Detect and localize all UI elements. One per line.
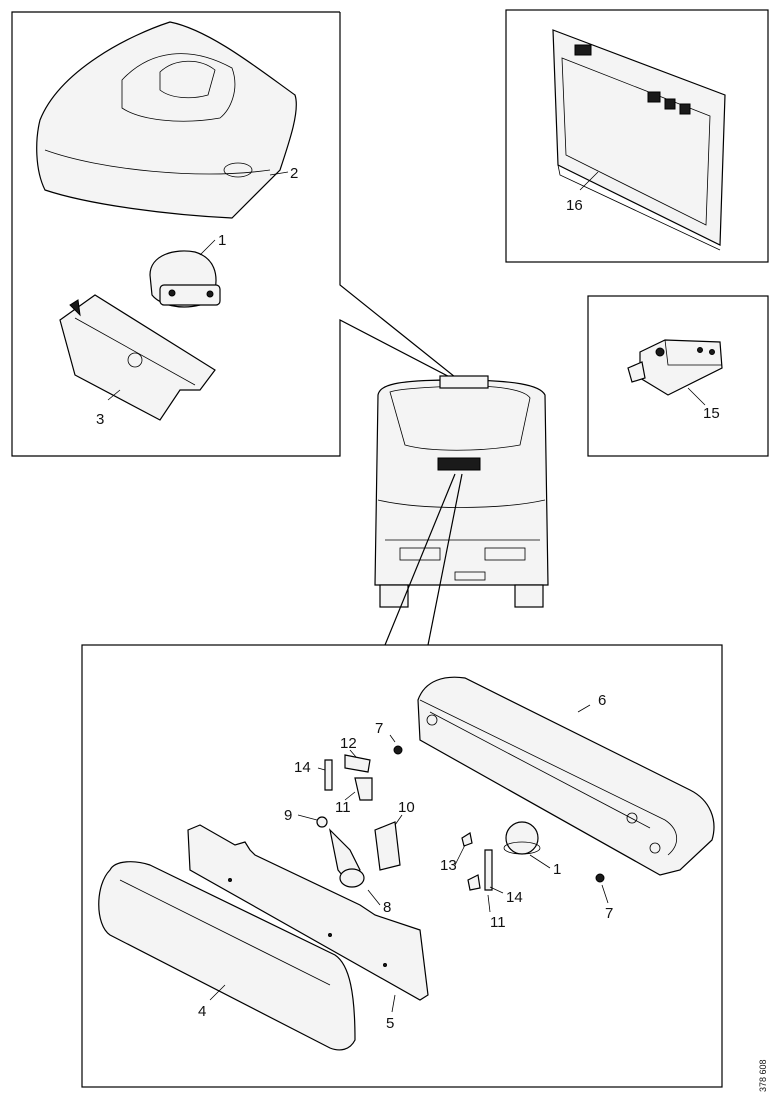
callout-1b: 1	[553, 861, 561, 878]
front-cover-part	[98, 861, 356, 1051]
callout-5: 5	[386, 1015, 394, 1032]
housing-part	[417, 676, 715, 876]
back-panel-part	[187, 824, 429, 1001]
bus-rear-view	[374, 375, 549, 646]
callout-14b: 14	[506, 889, 523, 906]
callout-8: 8	[383, 899, 391, 916]
detail-panel-connector	[587, 295, 769, 457]
callout-labels: 2 1 3 16 15 6 7 12 14 11 9 10 13 1 14 11…	[96, 165, 768, 1092]
callout-13: 13	[440, 857, 457, 874]
callout-11a: 11	[335, 799, 351, 816]
callout-4: 4	[198, 1003, 206, 1020]
callout-1: 1	[218, 232, 226, 249]
bracket-assembly-right	[461, 832, 493, 891]
callout-11b: 11	[490, 914, 506, 931]
figure-reference-number: 378 608	[758, 1059, 768, 1092]
bracket-10-part	[374, 821, 401, 871]
callout-7a: 7	[375, 720, 383, 737]
camera-cover-part	[36, 21, 297, 219]
detail-panel-camera-housing	[11, 11, 466, 457]
detail-panel-monitor	[505, 9, 769, 263]
callout-12: 12	[340, 735, 357, 752]
callout-10: 10	[398, 799, 415, 816]
callout-16: 16	[566, 197, 583, 214]
camera-unit-part	[149, 250, 221, 308]
callout-9: 9	[284, 807, 292, 824]
callout-2: 2	[290, 165, 298, 182]
callout-7b: 7	[605, 905, 613, 922]
callout-3: 3	[96, 411, 104, 428]
relay-part	[316, 816, 365, 888]
detail-panel-exploded-assembly	[81, 644, 723, 1088]
callout-14a: 14	[294, 759, 311, 776]
screw-part	[595, 873, 605, 883]
camera-bracket-part	[59, 294, 216, 421]
buzzer-part	[503, 821, 541, 855]
bracket-assembly-left	[324, 745, 403, 801]
callout-15: 15	[703, 405, 720, 422]
callout-6: 6	[598, 692, 606, 709]
